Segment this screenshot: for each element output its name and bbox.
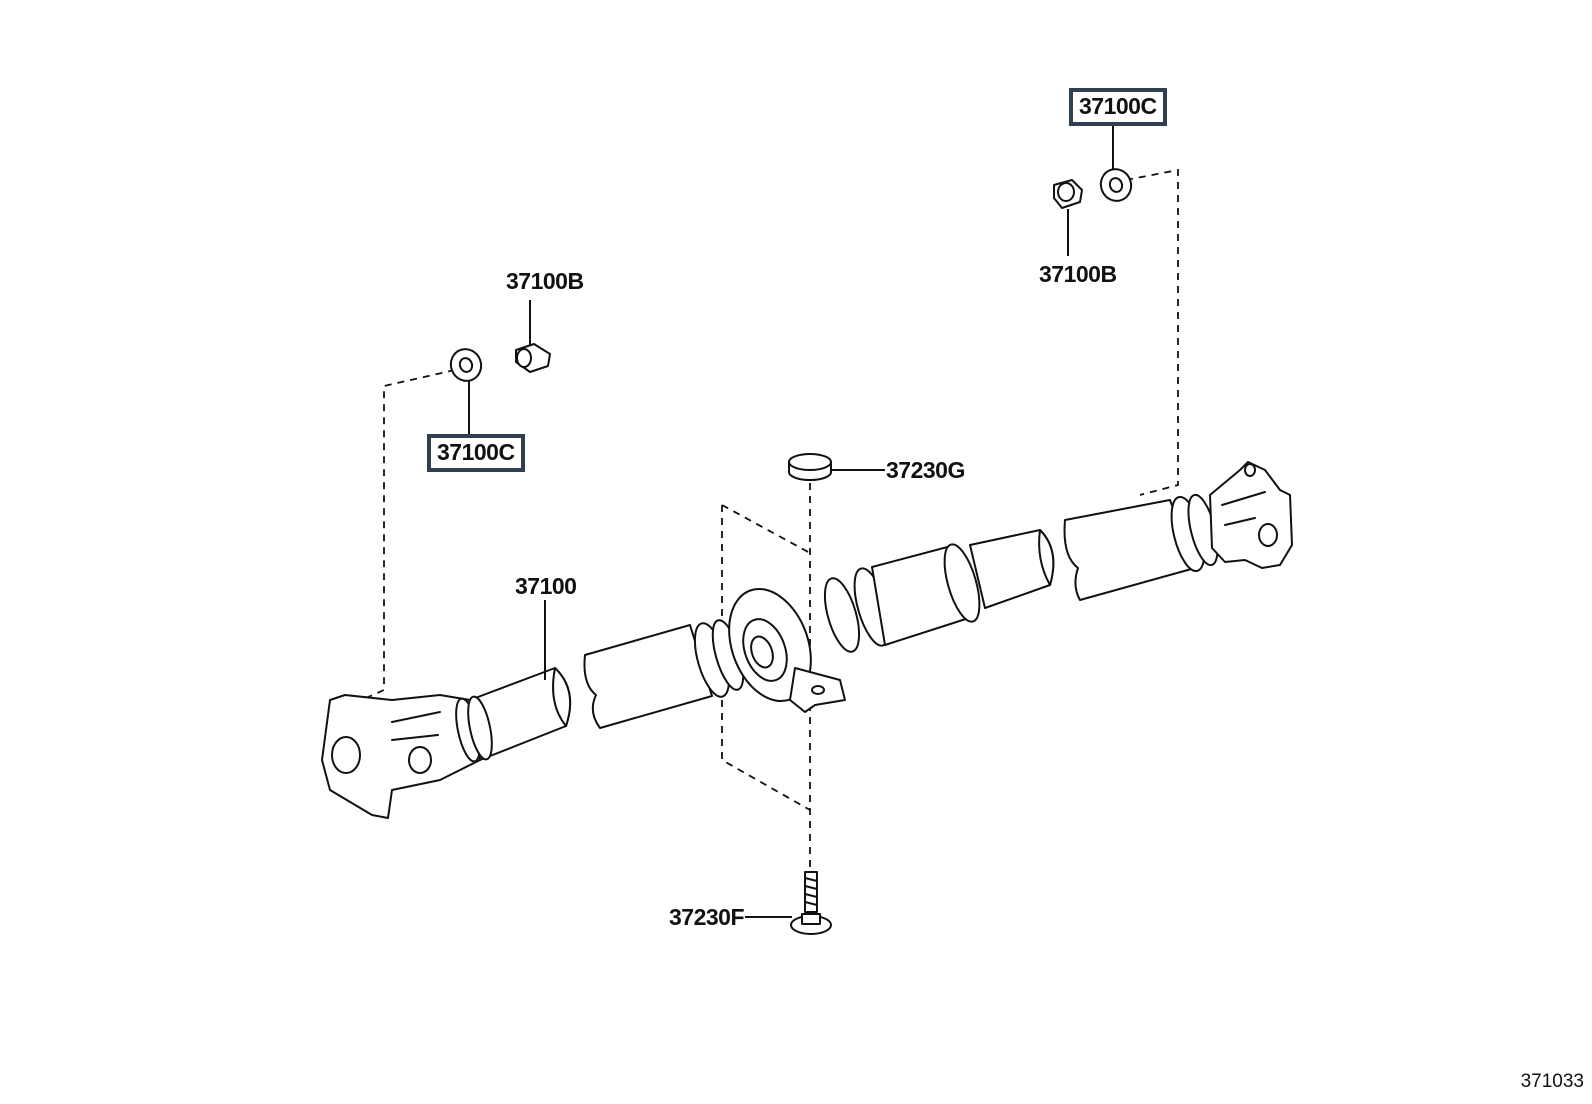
rear-flange-yoke — [1209, 461, 1293, 569]
washer-left — [449, 348, 483, 382]
nut-left — [515, 343, 551, 373]
propeller-shaft — [321, 461, 1293, 819]
label-washer-right[interactable]: 37100C — [1069, 88, 1167, 126]
label-nut-left[interactable]: 37100B — [506, 268, 584, 294]
front-tube — [583, 624, 713, 729]
spacer-37230G — [788, 453, 832, 481]
flange-hole — [331, 736, 361, 774]
diagram-id: 371033 — [1520, 1071, 1584, 1092]
bolt-37230F — [790, 871, 832, 935]
label-bolt[interactable]: 37230F — [669, 904, 745, 930]
label-washer-left[interactable]: 37100C — [427, 434, 525, 472]
nut-right — [1053, 179, 1083, 209]
label-nut-right[interactable]: 37100B — [1039, 261, 1117, 287]
rear-tube-b — [1063, 499, 1196, 601]
label-spacer[interactable]: 37230G — [886, 457, 965, 483]
front-flange-yoke — [321, 694, 481, 819]
washer-right — [1099, 168, 1133, 202]
leader-lines — [468, 123, 1114, 918]
label-shaft[interactable]: 37100 — [515, 573, 577, 599]
flange-hole-rear — [1258, 523, 1278, 547]
